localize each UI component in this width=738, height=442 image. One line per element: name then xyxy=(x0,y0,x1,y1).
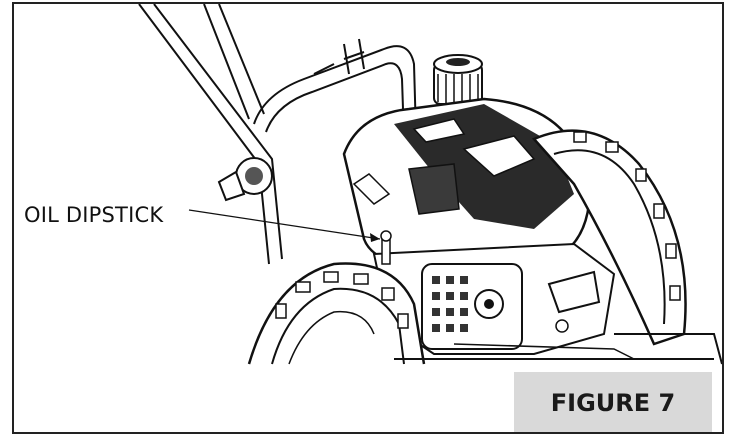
rear-wheel xyxy=(531,129,722,365)
handle-knob xyxy=(217,157,273,202)
figure-frame: OIL DIPSTICK FIGURE 7 xyxy=(12,2,724,434)
fuel-cap xyxy=(433,54,483,105)
engine-cover xyxy=(342,97,591,271)
figure-title: FIGURE 7 xyxy=(550,389,676,417)
figure-caption-box: FIGURE 7 xyxy=(514,372,712,432)
oil-dipstick xyxy=(380,230,392,265)
front-wheel xyxy=(247,262,426,365)
mower-engine-illustration xyxy=(138,4,722,365)
engine-block xyxy=(372,242,616,355)
mower-deck xyxy=(394,343,714,360)
callout-leader-line xyxy=(188,209,381,242)
oil-dipstick-label: OIL DIPSTICK xyxy=(24,203,164,227)
